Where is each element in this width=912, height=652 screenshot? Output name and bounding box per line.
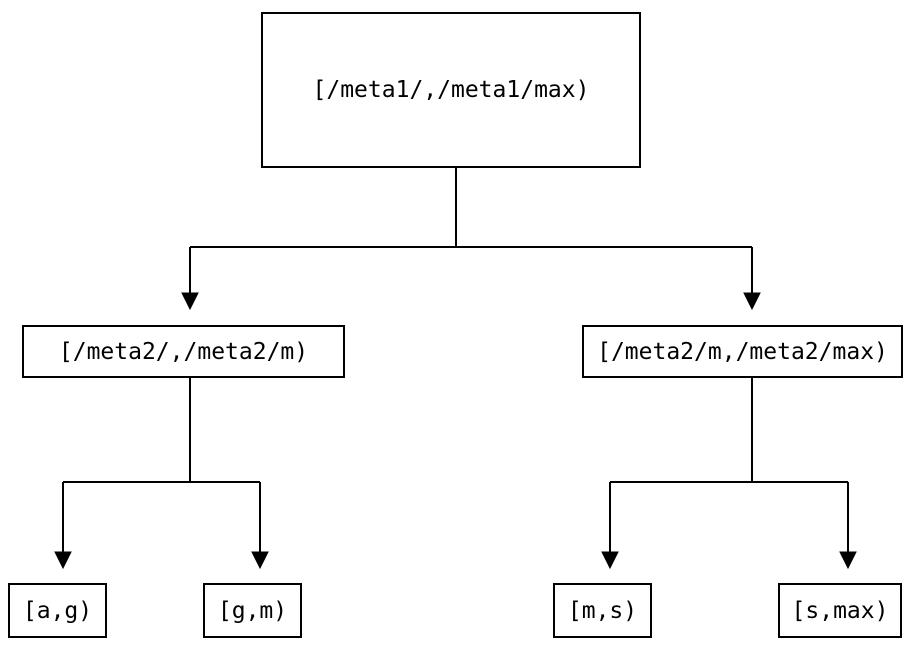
node-leaf-a-g: [a,g) <box>8 583 107 638</box>
node-label: [/meta2/m,/meta2/max) <box>597 338 888 365</box>
node-label: [g,m) <box>217 597 288 624</box>
arrowhead-down-icon <box>839 551 857 570</box>
node-leaf-s-max: [s,max) <box>778 583 902 638</box>
node-label: [a,g) <box>22 597 93 624</box>
arrowhead-down-icon <box>251 551 269 570</box>
node-root-interval: [/meta1/,/meta1/max) <box>261 12 641 168</box>
node-label: [m,s) <box>567 597 638 624</box>
arrowhead-down-icon <box>743 292 761 311</box>
node-label: [/meta2/,/meta2/m) <box>58 338 309 365</box>
node-leaf-m-s: [m,s) <box>553 583 652 638</box>
arrowhead-down-icon <box>601 551 619 570</box>
node-meta2-upper-interval: [/meta2/m,/meta2/max) <box>582 325 903 378</box>
node-label: [s,max) <box>791 597 889 624</box>
node-leaf-g-m: [g,m) <box>203 583 302 638</box>
arrowhead-down-icon <box>54 551 72 570</box>
arrowhead-down-icon <box>181 292 199 311</box>
node-meta2-lower-interval: [/meta2/,/meta2/m) <box>22 325 345 378</box>
node-label: [/meta1/,/meta1/max) <box>312 77 590 103</box>
